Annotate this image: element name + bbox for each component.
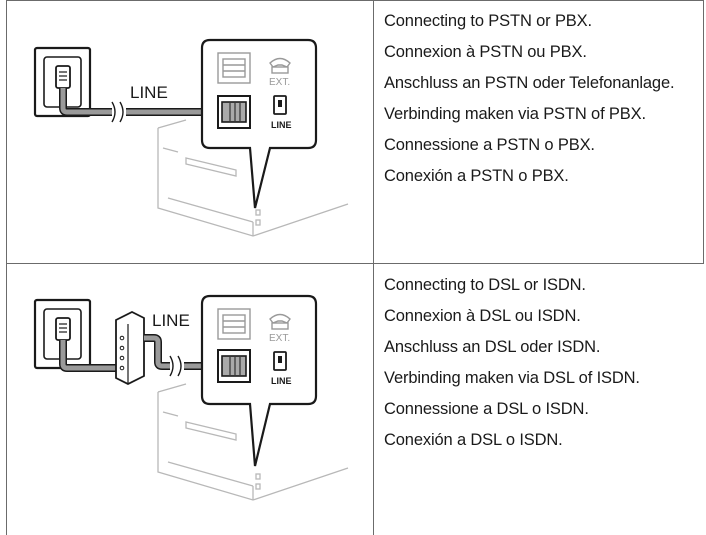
- ext-port-label: EXT.: [269, 77, 290, 88]
- pstn-instructions: Connecting to PSTN or PBX. Connexion à P…: [384, 10, 704, 196]
- table-row-divider: [6, 263, 704, 264]
- text-line: Anschluss an PSTN oder Telefonanlage.: [384, 74, 675, 92]
- text-line: Connessione a DSL o ISDN.: [384, 400, 589, 418]
- table-border-right: [703, 0, 704, 263]
- text-line: Conexión a DSL o ISDN.: [384, 431, 563, 449]
- text-line: Anschluss an DSL oder ISDN.: [384, 338, 601, 356]
- text-line: Connecting to DSL or ISDN.: [384, 276, 586, 294]
- pstn-connection-illustration: LINE EXT. LINE: [8, 8, 370, 263]
- line-port-label: LINE: [271, 376, 292, 386]
- text-line: Connecting to PSTN or PBX.: [384, 12, 592, 30]
- text-line: Conexión a PSTN o PBX.: [384, 167, 569, 185]
- line-cable-label: LINE: [130, 83, 168, 102]
- text-line: Connessione a PSTN o PBX.: [384, 136, 595, 154]
- table-border-left: [6, 0, 7, 535]
- table-border-middle: [373, 0, 374, 535]
- text-line: Connexion à PSTN ou PBX.: [384, 43, 587, 61]
- text-line: Connexion à DSL ou ISDN.: [384, 307, 581, 325]
- wall-jack-icon: [33, 46, 92, 118]
- text-line: Verbinding maken via PSTN of PBX.: [384, 105, 646, 123]
- line-cable-label: LINE: [152, 311, 190, 330]
- ext-port-label: EXT.: [269, 333, 290, 344]
- dsl-instructions: Connecting to DSL or ISDN. Connexion à D…: [384, 274, 704, 460]
- table-border-top: [6, 0, 704, 1]
- dsl-filter-icon: [115, 310, 145, 386]
- text-line: Verbinding maken via DSL of ISDN.: [384, 369, 640, 387]
- dsl-connection-illustration: LINE EXT. LINE: [8, 272, 370, 533]
- line-port-label: LINE: [271, 120, 292, 130]
